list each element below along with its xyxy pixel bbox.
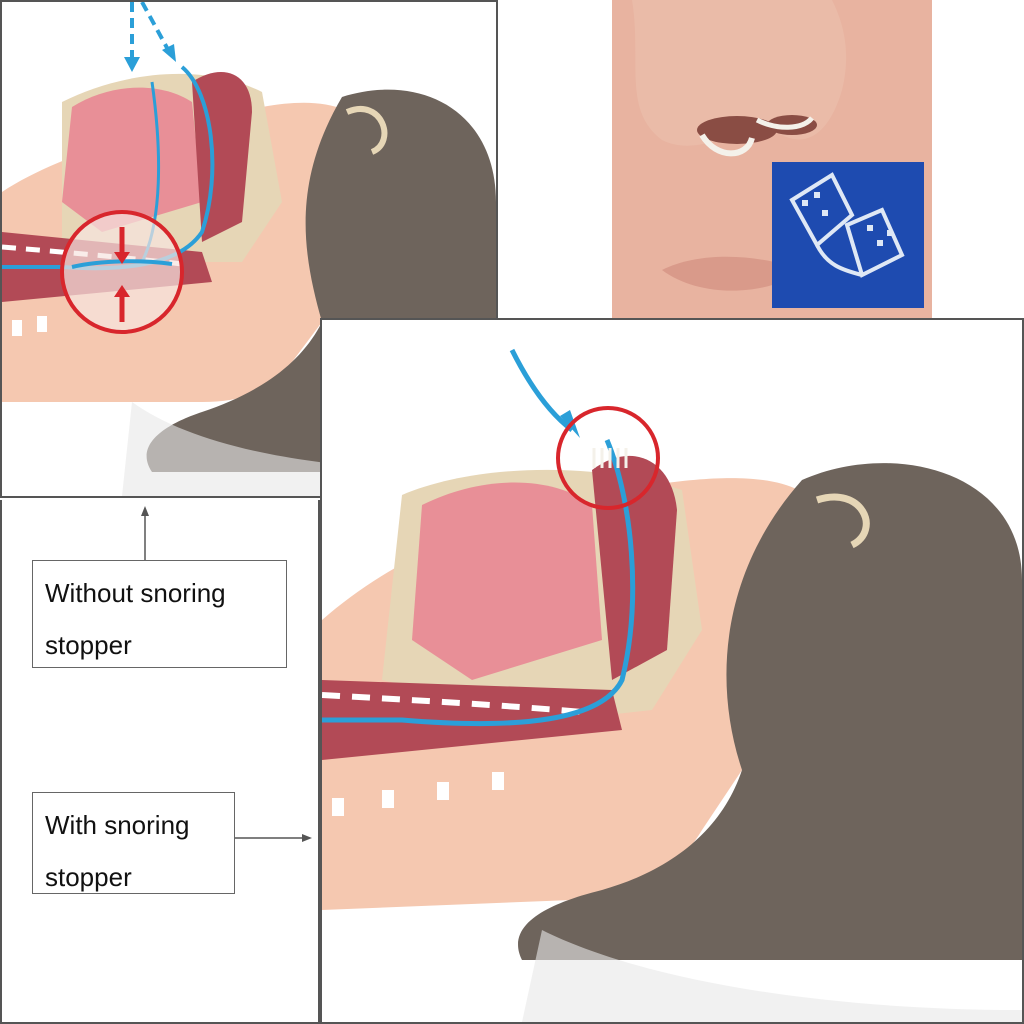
airway-open-illustration bbox=[322, 348, 1022, 1022]
airway-blocked-illustration bbox=[2, 2, 496, 496]
nose-with-device-illustration bbox=[612, 0, 932, 318]
red-circle-icon bbox=[60, 210, 184, 334]
diagram-with-stopper bbox=[320, 318, 1024, 1024]
arrow-icon bbox=[509, 348, 574, 432]
red-circle-icon bbox=[556, 406, 660, 510]
labels-panel: Without snoring stopper With snoring sto… bbox=[0, 500, 320, 1024]
arrow-icon bbox=[141, 506, 149, 516]
diagram-without-stopper bbox=[0, 0, 498, 498]
nasal-dilator-icon bbox=[699, 133, 755, 157]
arrow-icon bbox=[302, 834, 312, 842]
label-with-snoring-stopper: With snoring stopper bbox=[32, 792, 235, 894]
nose-photo-panel bbox=[502, 0, 1024, 318]
nasal-dilator-icon bbox=[592, 448, 628, 468]
label-without-snoring-stopper: Without snoring stopper bbox=[32, 560, 287, 668]
